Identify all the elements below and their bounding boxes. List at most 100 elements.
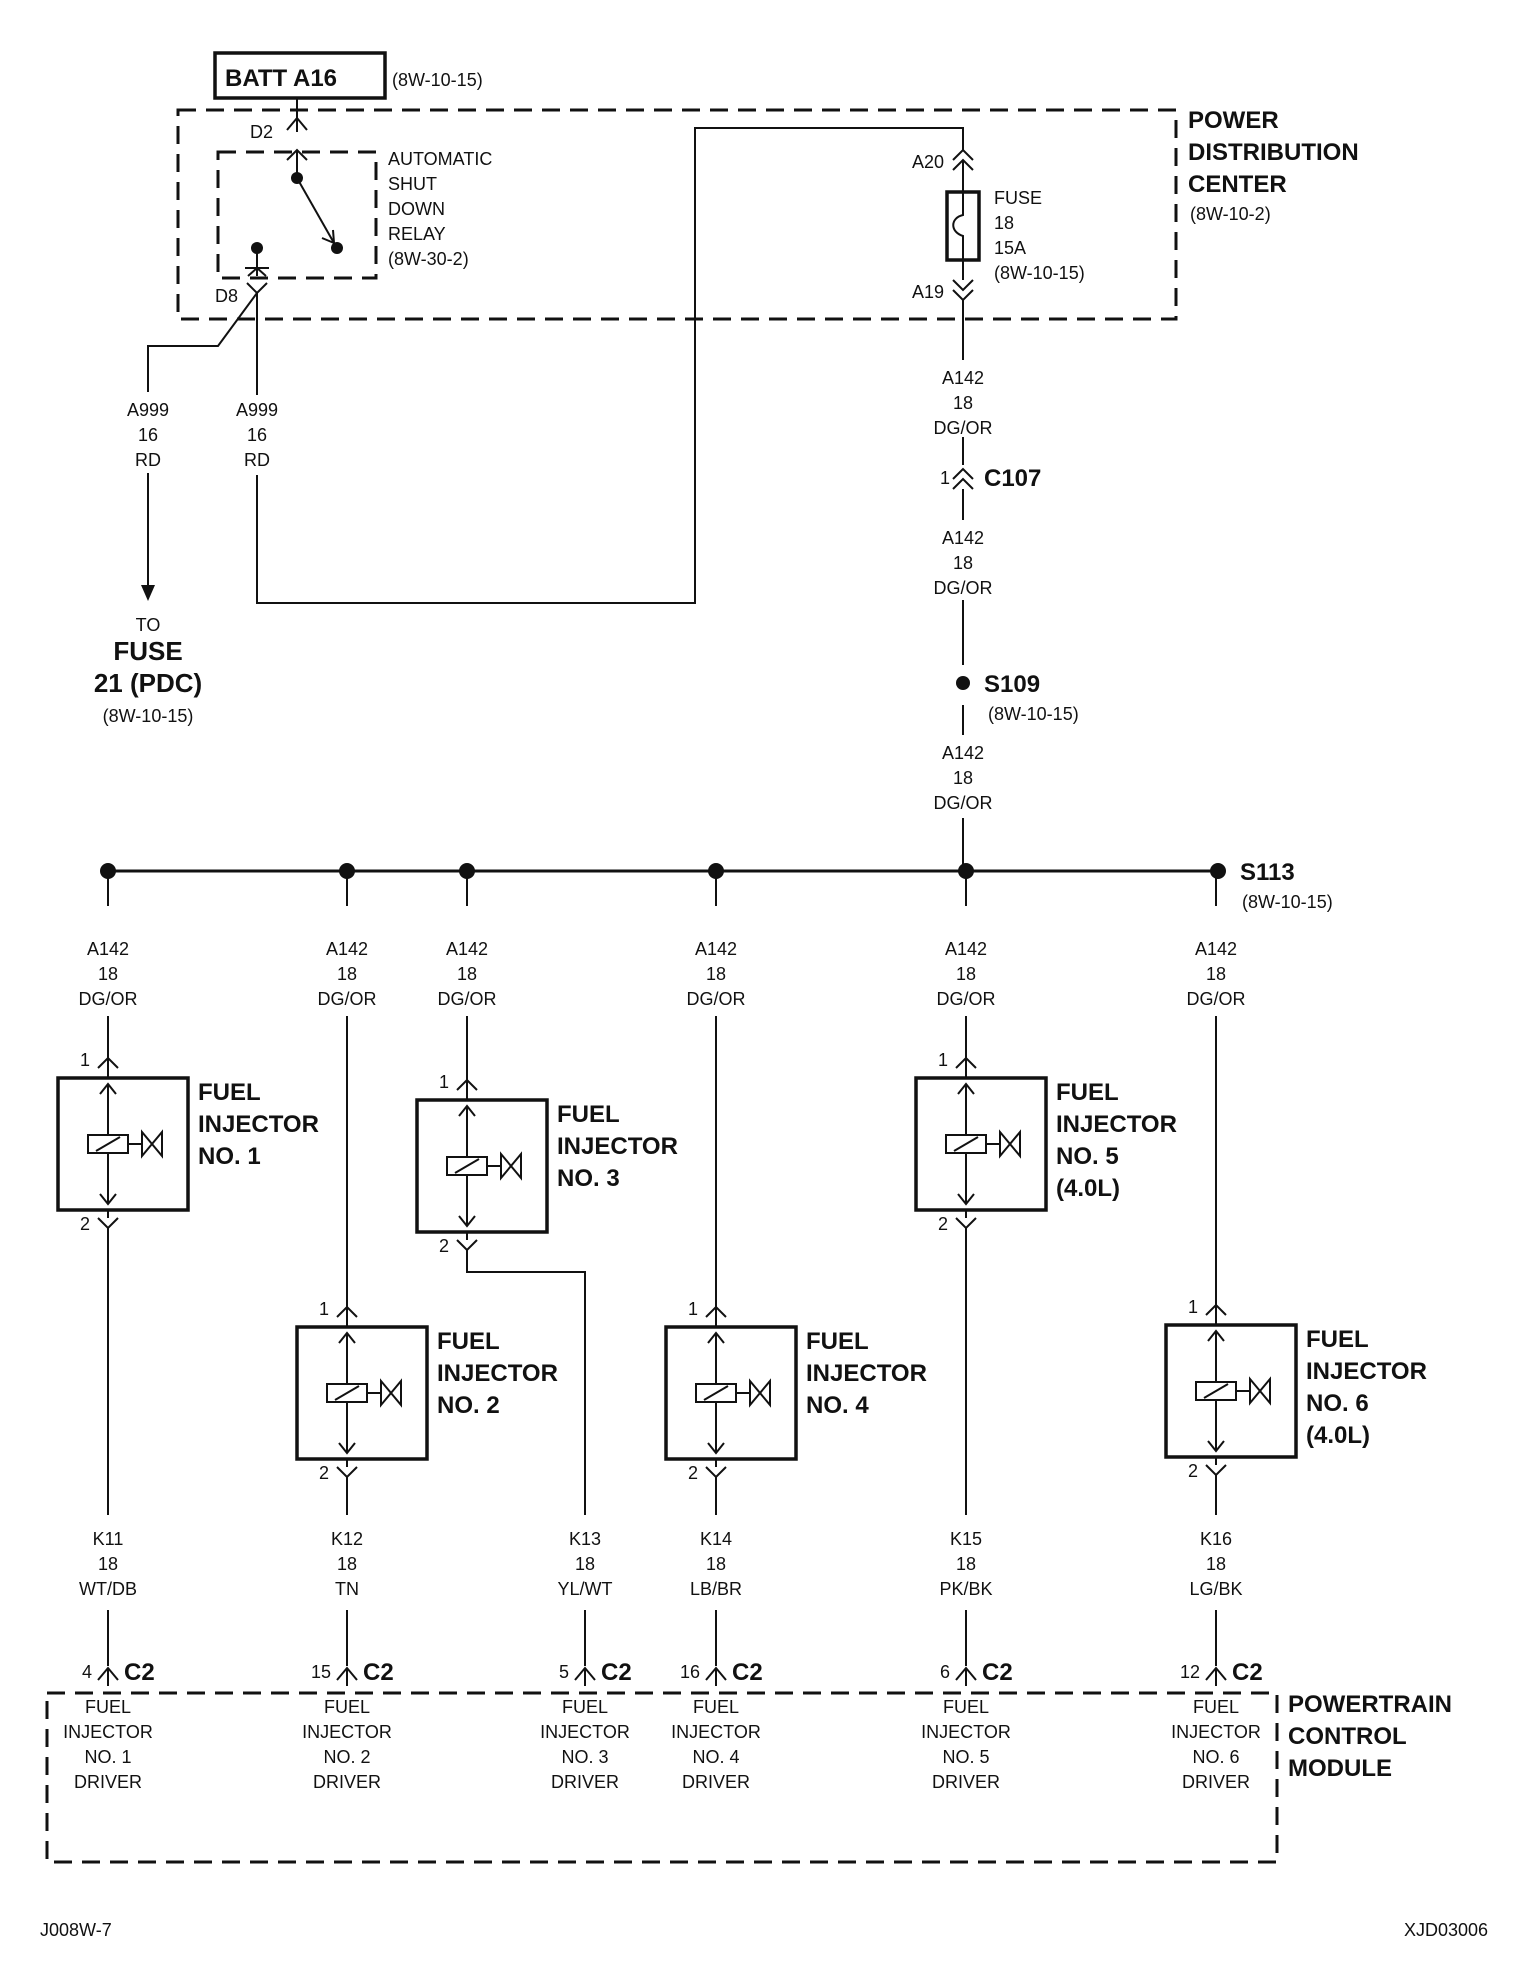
pcm-title-2: CONTROL [1288, 1723, 1407, 1750]
c107-name: C107 [984, 465, 1041, 492]
asd-relay: D2 D8 AUTOMATIC SHUT DOWN RELAY (8W-30-2… [215, 98, 492, 306]
pcm-connector-c2-5: 6 C2 [940, 1659, 1013, 1686]
inj2-title-1: FUEL [437, 1328, 500, 1355]
inj6-in-wire-color: DG/OR [1186, 989, 1245, 1009]
batt-label: BATT A16 [225, 65, 337, 92]
a999-right-id: A999 [236, 400, 278, 420]
pcm-driver-6-line-1: FUEL [1193, 1697, 1239, 1717]
inj5-pin-1: 1 [938, 1050, 948, 1070]
asd-pin-d2: D2 [250, 122, 273, 142]
inj5-in-wire-id: A142 [945, 939, 987, 959]
inj4-out-wire-id: K14 [700, 1529, 732, 1549]
fuse-pin-a20: A20 [912, 152, 944, 172]
to-fuse-ref: (8W-10-15) [103, 706, 194, 726]
pcm-driver-6-line-3: NO. 6 [1192, 1747, 1239, 1767]
pcm-driver-3-line-2: INJECTOR [540, 1722, 630, 1742]
pcm-driver-5-line-2: INJECTOR [921, 1722, 1011, 1742]
a142-1-color: DG/OR [933, 418, 992, 438]
pcm-driver-2-line-1: FUEL [324, 1697, 370, 1717]
inj2-out-wire-gauge: 18 [337, 1554, 357, 1574]
a999-right-color: RD [244, 450, 270, 470]
a142-3-gauge: 18 [953, 768, 973, 788]
inj2-title-3: NO. 2 [437, 1392, 500, 1419]
pdc-title-1: POWER [1188, 107, 1279, 134]
c2-label-5: C2 [982, 1659, 1013, 1686]
a142-trunk [952, 300, 974, 870]
fuse-label-1: FUSE [994, 188, 1042, 208]
asd-pin-d8: D8 [215, 286, 238, 306]
inj1-in-wire-gauge: 18 [98, 964, 118, 984]
arrow-down-icon [141, 585, 155, 601]
pcm-driver-5-line-1: FUEL [943, 1697, 989, 1717]
fuse-pin-a19: A19 [912, 282, 944, 302]
inj6-out-wire-gauge: 18 [1206, 1554, 1226, 1574]
inj1-title-1: FUEL [198, 1079, 261, 1106]
a999-left-id: A999 [127, 400, 169, 420]
inj4-pin-2: 2 [688, 1463, 698, 1483]
inj4-out-wire-gauge: 18 [706, 1554, 726, 1574]
inj4-title-2: INJECTOR [806, 1360, 927, 1387]
pcm-pin-4: 16 [680, 1662, 700, 1682]
inj2-title-2: INJECTOR [437, 1360, 558, 1387]
inj6-title-3: NO. 6 [1306, 1390, 1369, 1417]
inj5-out-wire-gauge: 18 [956, 1554, 976, 1574]
inj6-title-1: FUEL [1306, 1326, 1369, 1353]
pcm-pin-3: 5 [559, 1662, 569, 1682]
inj3-pin-2: 2 [439, 1236, 449, 1256]
a142-label-1: A142 18 DG/OR [933, 368, 992, 438]
to-fuse-to: TO [136, 615, 161, 635]
inj2-pin-1: 1 [319, 1299, 329, 1319]
pcm-driver-1-line-1: FUEL [85, 1697, 131, 1717]
inj3-out-wire-id: K13 [569, 1529, 601, 1549]
pcm-pin-6: 12 [1180, 1662, 1200, 1682]
pcm-driver-3-line-1: FUEL [562, 1697, 608, 1717]
c107-connector: 1 C107 [940, 465, 1041, 492]
splice-s113-dot [1210, 863, 1226, 879]
solenoid-valve-icon [945, 1129, 1021, 1159]
a142-2-gauge: 18 [953, 553, 973, 573]
inj5-in-wire-gauge: 18 [956, 964, 976, 984]
pcm-boundary [45, 1691, 1279, 1864]
c2-label-1: C2 [124, 1659, 155, 1686]
inj5-title-4: (4.0L) [1056, 1175, 1120, 1202]
a142-1-gauge: 18 [953, 393, 973, 413]
footer-left: J008W-7 [40, 1920, 112, 1940]
pdc-boundary [176, 108, 1178, 321]
asd-label-2: SHUT [388, 174, 437, 194]
solenoid-valve-icon [446, 1151, 522, 1181]
inj3-out-wire-color: YL/WT [557, 1579, 612, 1599]
pdc-title-2: DISTRIBUTION [1188, 139, 1359, 166]
inj5-out-wire-color: PK/BK [939, 1579, 992, 1599]
to-fuse-line1: FUSE [113, 636, 182, 666]
pcm-driver-4-line-2: INJECTOR [671, 1722, 761, 1742]
pcm-driver-2-line-3: NO. 2 [323, 1747, 370, 1767]
inj4-pin-1: 1 [688, 1299, 698, 1319]
asd-label-4: RELAY [388, 224, 446, 244]
a999-right-label: A999 16 RD [236, 400, 278, 470]
pcm-driver-2-line-4: DRIVER [313, 1772, 381, 1792]
inj3-pin-1: 1 [439, 1072, 449, 1092]
splice-s109: S109 (8W-10-15) [984, 671, 1079, 724]
distribution-bus [100, 863, 1226, 879]
pcm-driver-5-line-4: DRIVER [932, 1772, 1000, 1792]
pcm-driver-1-line-2: INJECTOR [63, 1722, 153, 1742]
inj1-out-wire-gauge: 18 [98, 1554, 118, 1574]
pcm-driver-3-line-3: NO. 3 [561, 1747, 608, 1767]
inj5-title-3: NO. 5 [1056, 1143, 1119, 1170]
inj4-out-wire-color: LB/BR [690, 1579, 742, 1599]
solenoid-valve-icon [326, 1378, 402, 1408]
inj4-title-3: NO. 4 [806, 1392, 869, 1419]
inj1-out-wire-id: K11 [93, 1529, 124, 1549]
pcm-pin-5: 6 [940, 1662, 950, 1682]
inj2-out-wire-color: TN [335, 1579, 359, 1599]
inj2-in-wire-id: A142 [326, 939, 368, 959]
a142-label-2: A142 18 DG/OR [933, 528, 992, 598]
inj1-pin-2: 2 [80, 1214, 90, 1234]
